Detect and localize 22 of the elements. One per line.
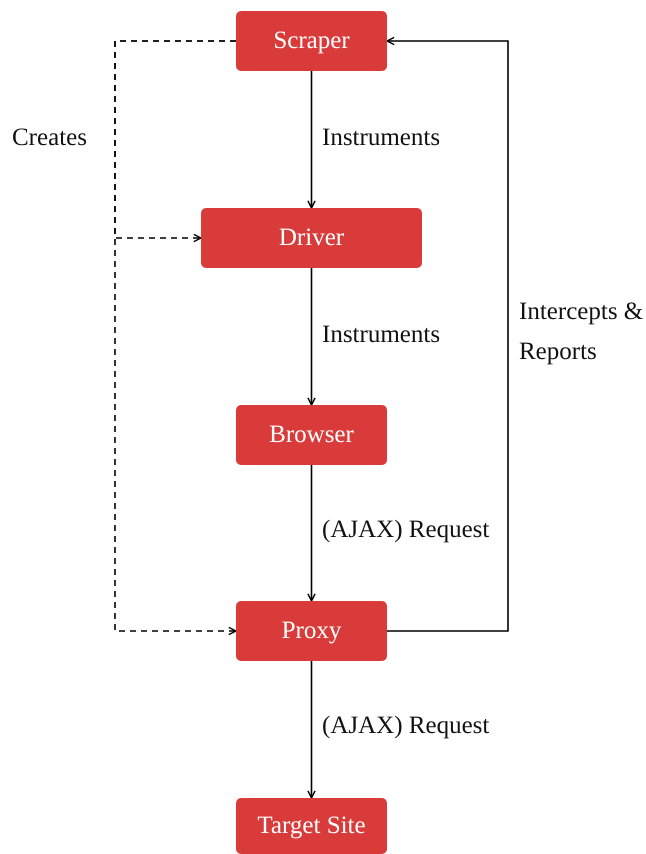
node-label: Driver	[278, 224, 344, 252]
edge-label: Creates	[12, 123, 87, 153]
arrow	[114, 40, 237, 636]
arrow	[386, 36, 509, 632]
process-box	[236, 601, 387, 661]
node-label: Target Site	[257, 812, 366, 840]
arrow	[307, 268, 316, 406]
edge-label: Intercepts & Reports	[519, 297, 644, 367]
process-box	[201, 208, 422, 268]
process-box	[236, 11, 387, 71]
node-label: Browser	[269, 421, 354, 449]
edge-label: Instruments	[322, 320, 440, 350]
edge-label: Instruments	[322, 123, 440, 153]
arrow	[307, 661, 316, 799]
node-label: Proxy	[282, 617, 342, 645]
edge-label: (AJAX) Request	[322, 711, 490, 741]
arrow	[307, 71, 316, 209]
edge-label: (AJAX) Request	[322, 515, 490, 545]
node-label: Scraper	[273, 27, 350, 55]
arrow	[307, 465, 316, 602]
process-box	[236, 798, 387, 854]
process-box	[236, 405, 387, 465]
